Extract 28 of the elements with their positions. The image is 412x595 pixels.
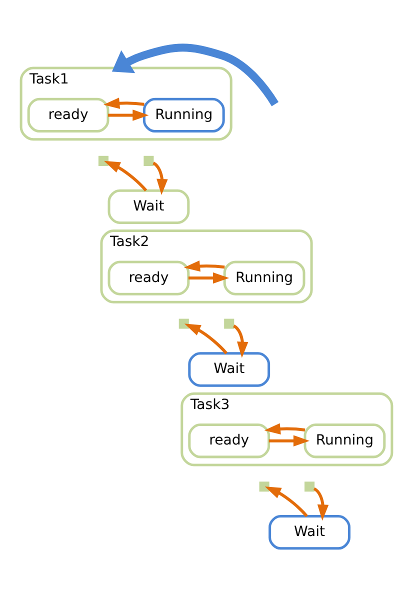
node-box — [304, 481, 314, 492]
node-box: ready — [26, 97, 109, 132]
arrow — [111, 43, 278, 106]
node-box: Running — [142, 97, 224, 132]
node-box: Wait — [268, 514, 350, 550]
node-box — [178, 318, 188, 328]
arrow — [184, 323, 228, 354]
arrow — [312, 486, 328, 520]
arrow — [104, 160, 147, 192]
arrow — [264, 422, 305, 434]
node-box — [143, 155, 154, 166]
arrow — [102, 97, 144, 108]
node-box: Running — [303, 423, 386, 458]
node-box: Wait — [188, 352, 270, 386]
arrow — [183, 260, 224, 272]
arrow — [232, 324, 248, 358]
arrow — [108, 109, 148, 120]
arrow — [152, 161, 168, 195]
arrow — [268, 434, 310, 446]
arrow — [188, 272, 229, 284]
node-box: Running — [222, 260, 305, 295]
arrow — [264, 486, 308, 517]
node-box: ready — [107, 260, 190, 295]
node-box: Wait — [107, 188, 190, 224]
node-box — [258, 481, 269, 492]
node-box — [224, 318, 234, 328]
node-box — [98, 155, 108, 166]
node-box: ready — [188, 423, 270, 458]
